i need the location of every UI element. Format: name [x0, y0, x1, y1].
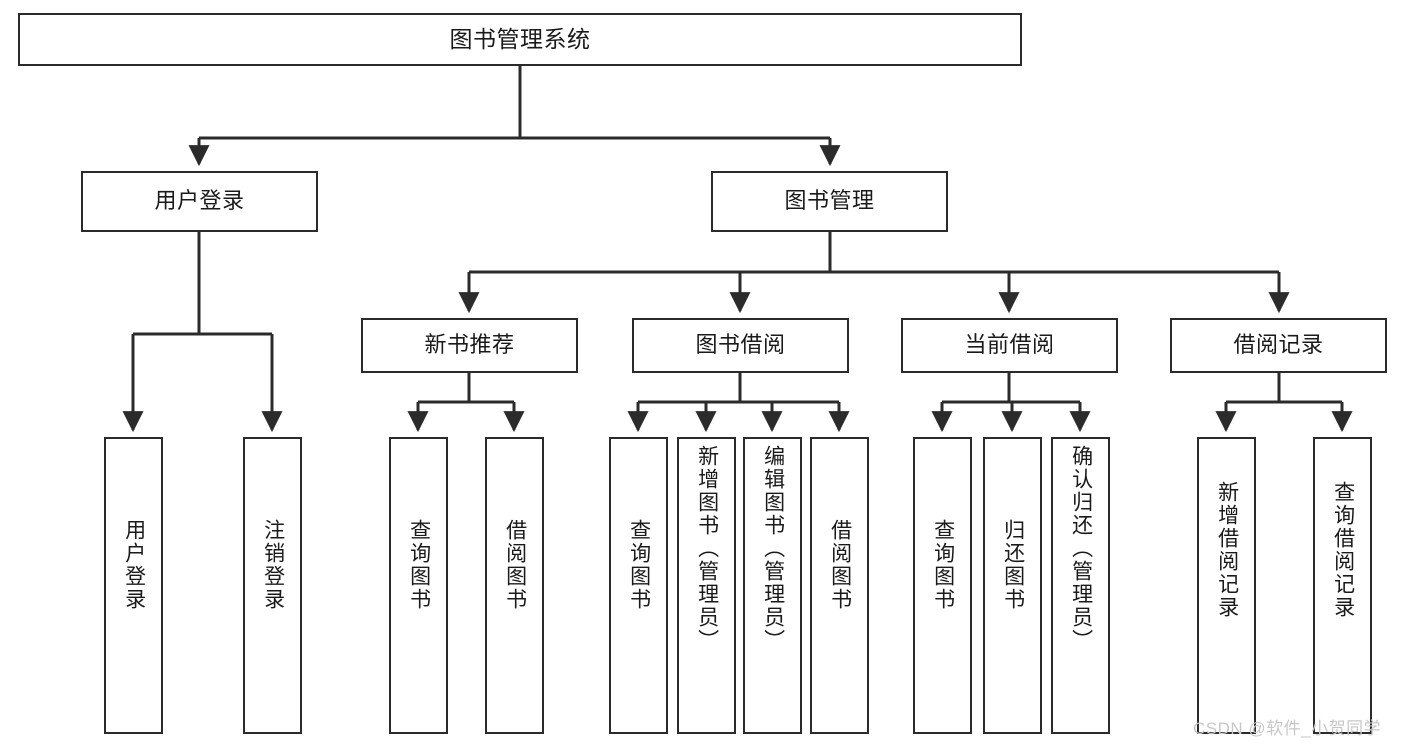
- leaf-borrow-book-2-label: 借阅图书: [828, 519, 852, 611]
- leaf-query-book-1[interactable]: 查询图书: [389, 437, 448, 734]
- leaf-query-book-2[interactable]: 查询图书: [609, 437, 668, 734]
- leaf-return-book[interactable]: 归还图书: [983, 437, 1042, 734]
- csdn-watermark: CSDN @软件_小贺同学: [1193, 719, 1382, 738]
- leaf-borrow-book-1-label: 借阅图书: [503, 519, 527, 611]
- leaf-add-record[interactable]: 新增借阅记录: [1197, 437, 1256, 734]
- node-new-book-rec[interactable]: 新书推荐: [361, 318, 578, 373]
- leaf-borrow-book-2[interactable]: 借阅图书: [810, 437, 869, 734]
- node-book-borrow[interactable]: 图书借阅: [632, 318, 849, 373]
- leaf-return-book-label: 归还图书: [1001, 519, 1025, 611]
- node-book-manage[interactable]: 图书管理: [711, 171, 948, 232]
- leaf-user-login-label: 用户登录: [122, 519, 146, 611]
- leaf-edit-book[interactable]: 编辑图书（管理员）: [743, 437, 802, 734]
- leaf-add-book[interactable]: 新增图书（管理员）: [677, 437, 736, 734]
- node-book-manage-label: 图书管理: [784, 188, 875, 214]
- node-root[interactable]: 图书管理系统: [18, 13, 1022, 66]
- node-current-borrow[interactable]: 当前借阅: [901, 318, 1118, 373]
- leaf-query-record-label: 查询借阅记录: [1331, 481, 1355, 619]
- node-current-borrow-label: 当前借阅: [964, 332, 1055, 358]
- node-root-label: 图书管理系统: [449, 25, 591, 52]
- node-user-login[interactable]: 用户登录: [81, 171, 318, 232]
- leaf-query-book-3-label: 查询图书: [931, 519, 955, 611]
- leaf-query-book-3[interactable]: 查询图书: [913, 437, 972, 734]
- leaf-confirm-return[interactable]: 确认归还（管理员）: [1051, 437, 1110, 734]
- leaf-query-record[interactable]: 查询借阅记录: [1313, 437, 1372, 734]
- node-new-book-rec-label: 新书推荐: [424, 332, 515, 358]
- leaf-user-login[interactable]: 用户登录: [104, 437, 163, 734]
- leaf-edit-book-label: 编辑图书（管理员）: [761, 445, 785, 652]
- leaf-add-record-label: 新增借阅记录: [1215, 481, 1239, 619]
- leaf-query-book-1-label: 查询图书: [407, 519, 431, 611]
- leaf-query-book-2-label: 查询图书: [627, 519, 651, 611]
- node-book-borrow-label: 图书借阅: [695, 332, 786, 358]
- leaf-borrow-book-1[interactable]: 借阅图书: [485, 437, 544, 734]
- node-user-login-label: 用户登录: [154, 188, 245, 214]
- node-borrow-record[interactable]: 借阅记录: [1170, 318, 1387, 373]
- leaf-confirm-return-label: 确认归还（管理员）: [1069, 445, 1093, 652]
- leaf-logout[interactable]: 注销登录: [243, 437, 302, 734]
- leaf-logout-label: 注销登录: [261, 519, 285, 611]
- node-borrow-record-label: 借阅记录: [1233, 332, 1324, 358]
- leaf-add-book-label: 新增图书（管理员）: [695, 445, 719, 652]
